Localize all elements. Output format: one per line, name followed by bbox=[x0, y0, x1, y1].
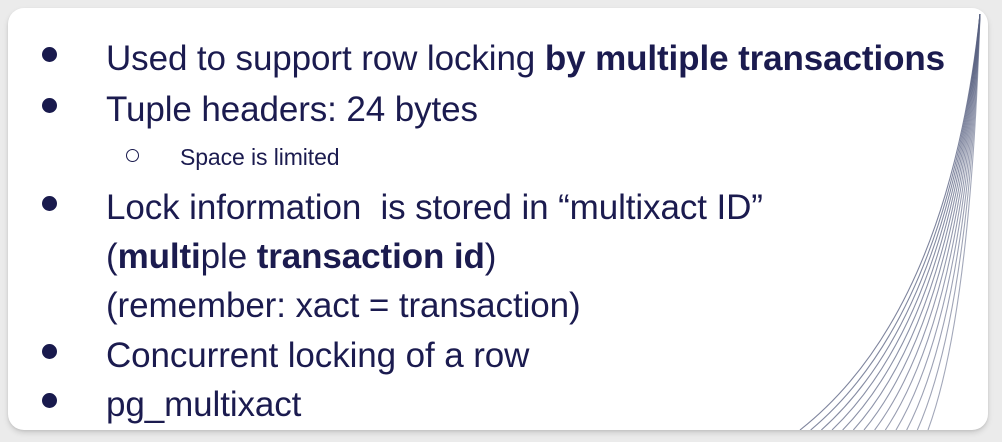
bullet-list: Used to support row locking by multiple … bbox=[8, 8, 988, 430]
list-item-label: Space is limited bbox=[180, 141, 340, 174]
disc-bullet-icon bbox=[42, 344, 57, 359]
hollow-circle-bullet-icon bbox=[126, 149, 139, 162]
list-item-label: Lock information is stored in “multixact… bbox=[106, 183, 763, 330]
disc-bullet-icon bbox=[42, 98, 57, 113]
plain-text: ple bbox=[200, 237, 257, 276]
list-item-label: Concurrent locking of a row bbox=[106, 331, 529, 380]
plain-text: Lock information is stored in “multixact… bbox=[106, 188, 763, 276]
list-item-label: pg_multixact bbox=[106, 380, 301, 429]
disc-bullet-icon bbox=[42, 393, 57, 408]
plain-text: Tuple headers: 24 bytes bbox=[106, 90, 478, 129]
plain-text: Concurrent locking of a row bbox=[106, 336, 530, 375]
emphasis-text: transaction id bbox=[256, 237, 485, 276]
disc-bullet-icon bbox=[42, 196, 57, 211]
plain-text: Used to support row locking bbox=[106, 39, 545, 78]
list-item-label: Used to support row locking by multiple … bbox=[106, 34, 945, 83]
plain-text: pg_multixact bbox=[106, 385, 302, 424]
plain-text: Space is limited bbox=[180, 144, 340, 170]
emphasis-text: by multiple transactions bbox=[544, 39, 945, 78]
emphasis-text: multi bbox=[117, 237, 201, 276]
plain-text: ) (remember: xact = transaction) bbox=[106, 237, 581, 325]
slide-card: Used to support row locking by multiple … bbox=[8, 8, 988, 430]
list-item-label: Tuple headers: 24 bytes bbox=[106, 85, 478, 134]
disc-bullet-icon bbox=[42, 47, 57, 62]
